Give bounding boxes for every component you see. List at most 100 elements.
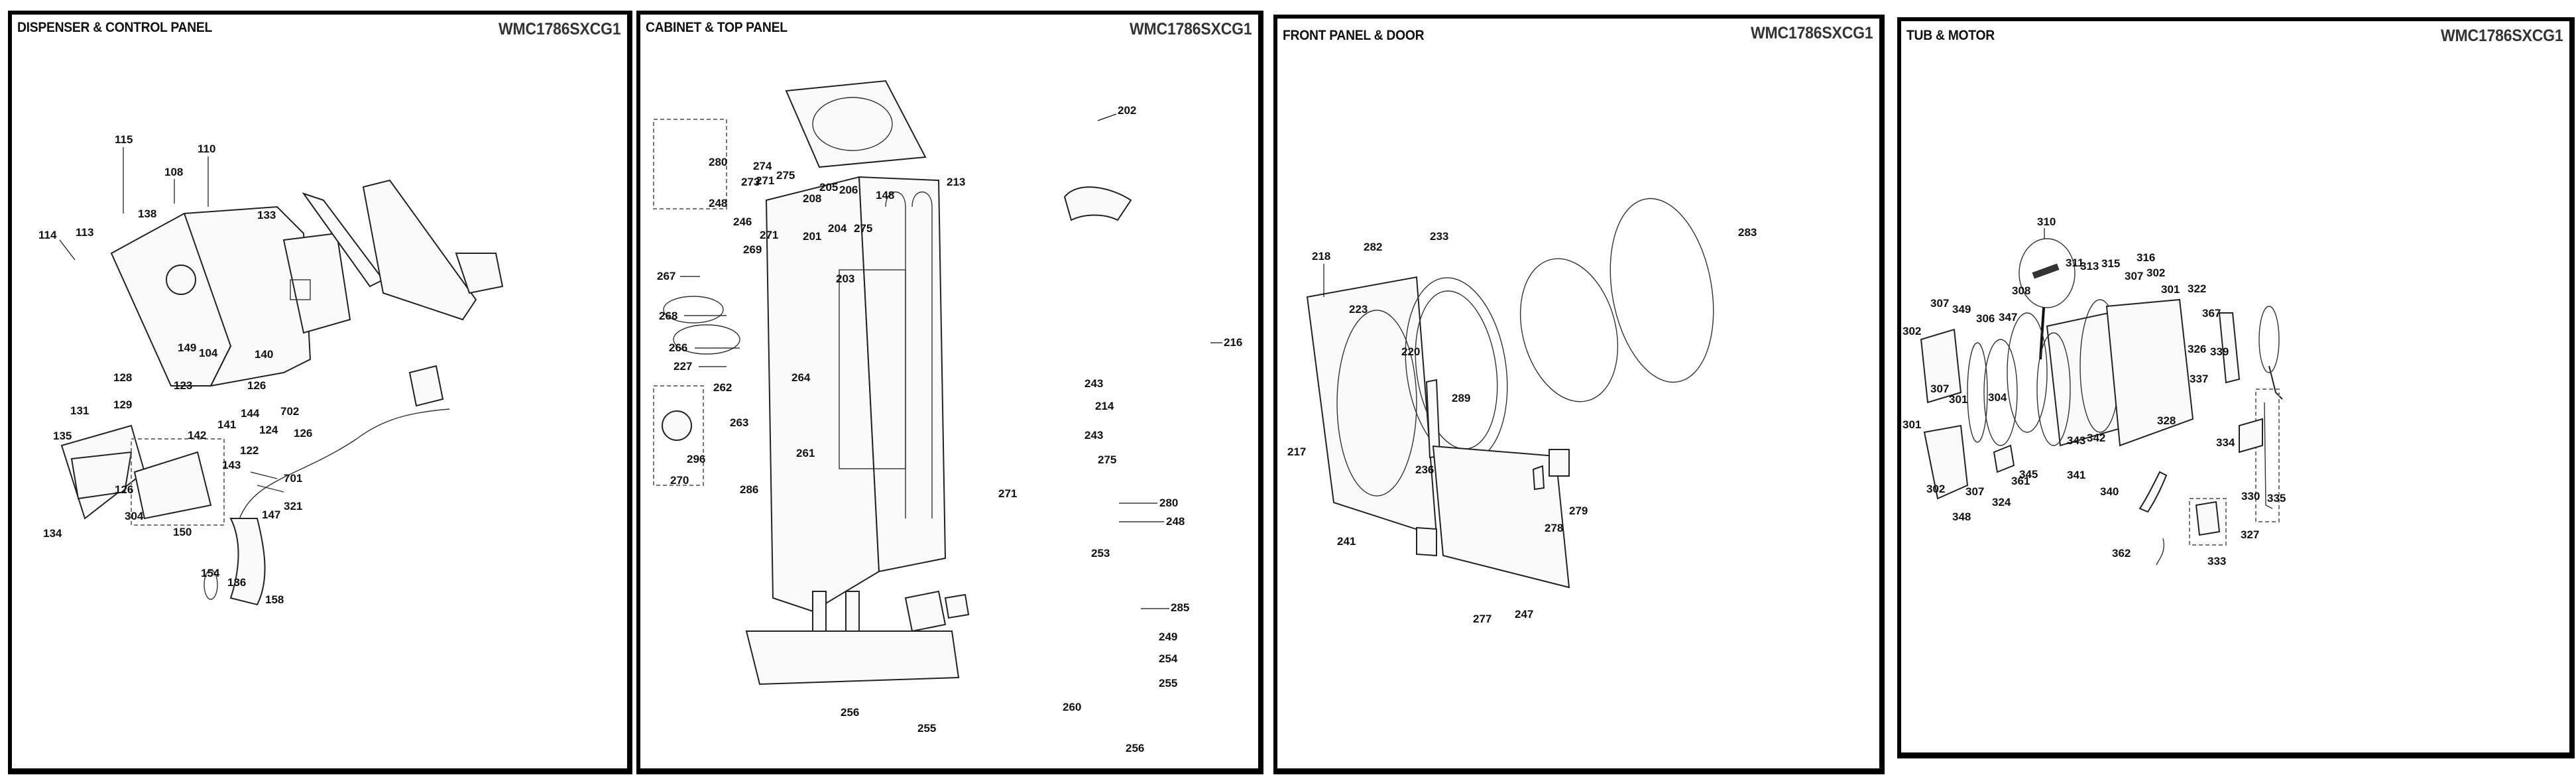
callout: 333 <box>2207 555 2226 568</box>
hall-sensor-324 <box>1993 444 2015 473</box>
callout: 701 <box>284 472 302 485</box>
callout: 340 <box>2100 485 2119 498</box>
callout: 335 <box>2267 492 2286 505</box>
door-glass-233 <box>1519 258 1619 402</box>
drain-bellows-340 <box>2138 471 2168 513</box>
callout: 270 <box>670 474 689 487</box>
callout: 233 <box>1430 230 1448 243</box>
callout: 282 <box>1364 241 1382 253</box>
callout: 126 <box>294 427 312 440</box>
callout: 306 <box>1976 312 1995 325</box>
callout: 217 <box>1287 446 1306 458</box>
callout: 202 <box>1118 104 1136 117</box>
callout: 271 <box>998 487 1017 500</box>
gasket-349 <box>1967 342 1988 443</box>
top-panel-202 <box>785 80 927 168</box>
callout: 307 <box>1930 297 1949 310</box>
callout: 136 <box>227 576 246 589</box>
bracket-279 <box>1549 449 1570 477</box>
callout: 203 <box>836 272 854 285</box>
callouts: 115 110 108 133 138 114 113 104 149 140 … <box>38 133 312 606</box>
callout: 134 <box>43 527 62 540</box>
model-number: WMC1786SXCG1 <box>2440 27 2563 45</box>
callout: 248 <box>1166 515 1185 528</box>
callout: 310 <box>2037 215 2056 228</box>
counterweight-top <box>1920 328 1962 404</box>
callout: 149 <box>178 341 196 354</box>
callout: 216 <box>1224 336 1242 349</box>
callout: 254 <box>1159 652 1178 665</box>
callout: 256 <box>1126 742 1144 754</box>
callout: 273 <box>741 176 760 188</box>
callout: 108 <box>164 166 183 178</box>
callouts: 310 311 313 315 316 307 302 308 301 322 … <box>1903 215 2286 568</box>
wire-362 <box>2156 538 2164 566</box>
exploded-view-dispenser: 115 110 108 133 138 114 113 104 149 140 … <box>38 133 504 606</box>
callout: 327 <box>2241 528 2259 541</box>
exploded-view-front: 283 233 282 218 223 220 289 217 236 279 … <box>1287 198 1757 625</box>
dispenser-tray-135 <box>70 451 133 500</box>
belt-326 <box>2268 365 2283 400</box>
callout: 304 <box>1988 391 2007 404</box>
filter-cover-277 <box>1416 526 1437 557</box>
exploded-view-cabinet: 202 280 274 275 273 271 208 205 206 148 … <box>653 80 1242 754</box>
door-frame-283 <box>1610 198 1714 383</box>
callout: 154 <box>201 567 220 579</box>
callout: 241 <box>1337 535 1356 548</box>
clamp-154 <box>204 569 218 600</box>
callout: 126 <box>247 379 266 392</box>
callout: 243 <box>1084 429 1103 442</box>
inlet-hoses-701-702 <box>250 471 284 493</box>
callout: 289 <box>1452 392 1470 404</box>
callout: 275 <box>854 222 872 235</box>
callout: 150 <box>173 526 192 538</box>
harness-337 <box>2264 402 2273 509</box>
pump-housing-249 <box>904 590 947 632</box>
callout: 304 <box>125 510 144 522</box>
callout: 283 <box>1738 226 1757 239</box>
callout: 271 <box>756 174 774 187</box>
callout: 206 <box>839 184 858 196</box>
gasket-detail <box>2032 263 2060 279</box>
callout: 223 <box>1349 303 1368 316</box>
motor-333 <box>2195 501 2221 536</box>
heater-328 <box>2239 418 2263 453</box>
model-number: WMC1786SXCG1 <box>1129 20 1252 38</box>
counterweight-348 <box>1923 424 1969 500</box>
callout: 301 <box>1903 418 1921 431</box>
callout: 263 <box>730 416 748 429</box>
callout: 275 <box>776 169 795 182</box>
wire-harness-213 <box>1063 186 1132 221</box>
callout: 279 <box>1569 505 1588 517</box>
callout: 227 <box>673 360 692 373</box>
callout: 339 <box>2210 345 2229 358</box>
callout: 345 <box>2019 468 2038 481</box>
panel-front-door: FRONT PANEL & DOOR WMC1786SXCG1 283 233 … <box>1273 15 1885 774</box>
callout: 256 <box>841 706 859 719</box>
callout: 702 <box>280 405 299 418</box>
callout: 267 <box>657 270 675 282</box>
callout: 114 <box>38 229 57 241</box>
inlet-hoses-266-268 <box>663 296 740 355</box>
callout: 324 <box>1992 496 2011 508</box>
callout: 301 <box>1949 393 1967 406</box>
callout: 143 <box>222 459 241 471</box>
callout: 123 <box>174 379 192 392</box>
callout: 115 <box>115 133 133 146</box>
callout: 260 <box>1063 701 1081 713</box>
callout: 307 <box>1930 383 1949 395</box>
callout: 277 <box>1473 613 1492 625</box>
callout: 296 <box>687 453 705 465</box>
callout: 129 <box>113 398 132 411</box>
callout: 122 <box>240 444 259 457</box>
callout: 301 <box>2161 283 2180 296</box>
panel-title: TUB & MOTOR <box>1906 28 1995 43</box>
callout: 243 <box>1084 377 1103 390</box>
frame-110 <box>362 179 477 321</box>
callout: 341 <box>2067 469 2085 481</box>
callout: 286 <box>740 483 758 496</box>
model-number: WMC1786SXCG1 <box>498 20 621 38</box>
callout: 104 <box>199 347 218 359</box>
callout: 361 <box>2011 475 2030 487</box>
callout: 218 <box>1312 250 1330 263</box>
